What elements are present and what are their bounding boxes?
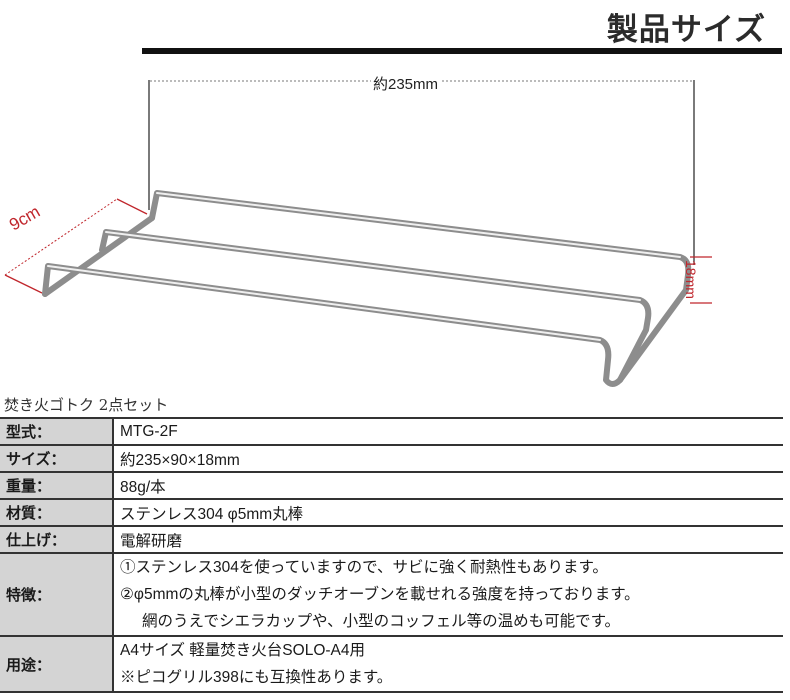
feature-line: ②φ5mmの丸棒が小型のダッチオーブンを載せれる強度を持っております。: [120, 586, 640, 603]
spec-row-size: サイズ： 約235×90×18mm: [0, 444, 783, 473]
gotoku-rack-illustration: [4, 80, 712, 387]
spec-row-finish: 仕上げ： 電解研磨: [0, 525, 783, 554]
spec-row-features: 特徴： ①ステンレス304を使っていますので、サビに強く耐熱性もあります。 ②φ…: [0, 552, 783, 637]
spec-value: A4サイズ 軽量焚き火台SOLO-A4用 ※ピコグリル398にも互換性あります。: [113, 635, 783, 693]
spec-key: 仕上げ：: [0, 525, 114, 554]
spec-value: 88g/本: [113, 471, 783, 500]
spec-table: 型式： MTG-2F サイズ： 約235×90×18mm 重量： 88g/本 材…: [0, 417, 783, 693]
spec-row-usage: 用途： A4サイズ 軽量焚き火台SOLO-A4用 ※ピコグリル398にも互換性あ…: [0, 635, 783, 693]
spec-key: 材質：: [0, 498, 114, 527]
width-dimension-label: 約235mm: [371, 73, 441, 94]
feature-line: ①ステンレス304を使っていますので、サビに強く耐熱性もあります。: [120, 559, 608, 576]
usage-line: ※ピコグリル398にも互換性あります。: [120, 669, 393, 686]
spec-value: 約235×90×18mm: [113, 444, 783, 473]
spec-row-weight: 重量： 88g/本: [0, 471, 783, 500]
spec-key: 重量：: [0, 471, 114, 500]
spec-row-material: 材質： ステンレス304 φ5mm丸棒: [0, 498, 783, 527]
spec-key: 型式：: [0, 417, 114, 446]
product-caption: 焚き火ゴトク 2点セット: [4, 396, 169, 414]
spec-value: ステンレス304 φ5mm丸棒: [113, 498, 783, 527]
product-diagram: 約235mm 9cm 18mm: [0, 60, 790, 390]
spec-value: ①ステンレス304を使っていますので、サビに強く耐熱性もあります。 ②φ5mmの…: [113, 552, 783, 637]
spec-row-model: 型式： MTG-2F: [0, 417, 783, 446]
usage-line: A4サイズ 軽量焚き火台SOLO-A4用: [120, 642, 365, 659]
spec-key: 特徴：: [0, 552, 114, 637]
spec-value: 電解研磨: [113, 525, 783, 554]
feature-line: 網のうえでシエラカップや、小型のコッフェル等の温めも可能です。: [142, 613, 621, 630]
spec-key: 用途：: [0, 635, 114, 693]
page-title: 製品サイズ: [606, 12, 766, 48]
spec-key: サイズ：: [0, 444, 114, 473]
title-underline: [142, 48, 782, 54]
height-dimension-label: 18mm: [683, 260, 699, 299]
spec-value: MTG-2F: [113, 417, 783, 446]
